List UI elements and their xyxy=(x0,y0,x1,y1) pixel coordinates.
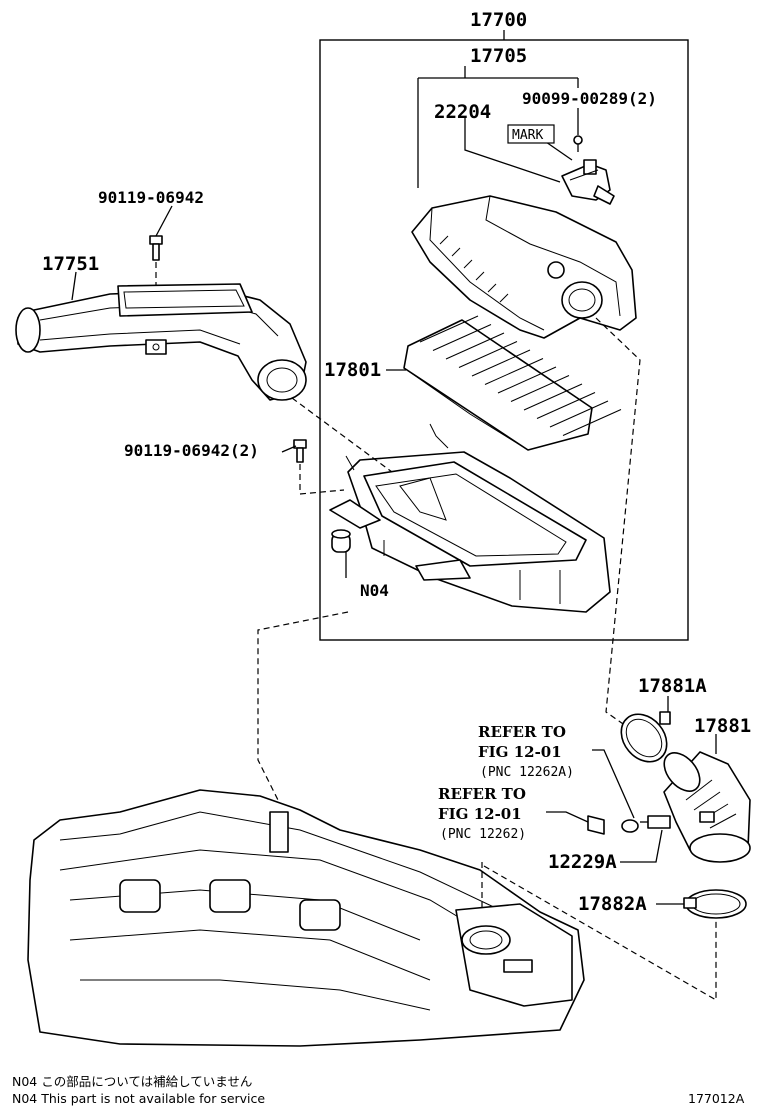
engine-manifold xyxy=(27,789,585,1047)
filter-pleat xyxy=(497,366,557,394)
grommet-n04 xyxy=(331,529,351,578)
label-n04: N04 xyxy=(360,581,389,600)
inlet-duct xyxy=(15,271,307,401)
filter-pleat xyxy=(523,383,583,411)
label-17700: 17700 xyxy=(470,9,527,31)
top-leader-lines xyxy=(417,30,579,188)
filter-pleat xyxy=(510,375,570,402)
label-leaders xyxy=(155,205,297,453)
note-japanese: N04 この部品については補給していません xyxy=(12,1074,252,1089)
bolt-mid xyxy=(293,439,345,495)
screw-90099 xyxy=(573,135,583,152)
refer2-line1: REFER TO xyxy=(438,785,526,803)
filter-pleat xyxy=(562,409,622,436)
label-22204: 22204 xyxy=(434,101,491,123)
filter-pleat xyxy=(471,349,531,377)
filter-pleat xyxy=(458,341,518,368)
hose-clamp-a xyxy=(620,696,671,763)
refer2-line2: FIG 12-01 xyxy=(438,805,522,823)
label-17751: 17751 xyxy=(42,253,99,275)
ref-parts xyxy=(546,749,671,863)
label-17881a: 17881A xyxy=(638,675,707,697)
label-17882a: 17882A xyxy=(578,893,647,915)
refer1-line2: FIG 12-01 xyxy=(478,743,562,761)
filter-pleat xyxy=(419,315,479,343)
cleaner-cap xyxy=(411,195,637,339)
label-90099-00289: 90099-00289(2) xyxy=(522,89,657,108)
note-english: N04 This part is not available for servi… xyxy=(12,1091,265,1106)
label-90119-06942-top: 90119-06942 xyxy=(98,188,204,207)
case-to-engine-dash xyxy=(257,611,349,801)
refer1-line1: REFER TO xyxy=(478,723,566,741)
filter-pleat xyxy=(445,332,505,360)
filter-pleat xyxy=(484,358,544,385)
cleaner-case xyxy=(329,423,611,613)
inlet-to-case-dash xyxy=(291,397,393,473)
hose-clamp-b xyxy=(656,889,747,919)
figure-id: 177012A xyxy=(688,1091,745,1106)
filter-element xyxy=(386,315,622,451)
throttle-to-clamp-dash xyxy=(483,865,717,1002)
label-17801: 17801 xyxy=(324,359,381,381)
label-90119-06942-mid: 90119-06942(2) xyxy=(124,441,259,460)
label-mark: MARK xyxy=(512,128,543,143)
filter-pleat xyxy=(549,400,609,428)
refer1-line3: (PNC 12262A) xyxy=(480,765,574,780)
cap-to-clamp-dash xyxy=(595,317,641,727)
mark-box xyxy=(507,124,555,144)
label-12229a: 12229A xyxy=(548,851,617,873)
filter-pleat xyxy=(536,392,596,419)
refer2-line3: (PNC 12262) xyxy=(440,827,526,842)
label-17705: 17705 xyxy=(470,45,527,67)
label-17881: 17881 xyxy=(694,715,751,737)
air-hose xyxy=(663,734,751,863)
filter-pleat xyxy=(432,324,492,351)
airflow-sensor xyxy=(561,159,615,205)
